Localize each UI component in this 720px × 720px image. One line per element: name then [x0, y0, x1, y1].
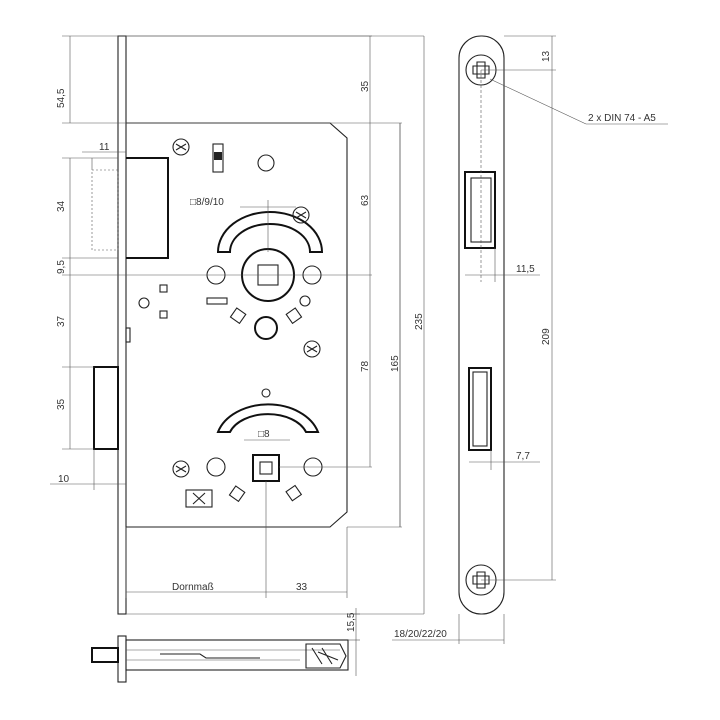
faceplate-dimension-lines: [392, 35, 668, 644]
lower-spindle-follower: [252, 454, 280, 482]
dim-78: 78: [360, 360, 371, 372]
dim-7-7: 7,7: [516, 451, 530, 462]
lock-case: [126, 122, 348, 528]
dim-35-top: 35: [360, 80, 371, 92]
dim-34: 34: [56, 200, 67, 212]
bottom-view: 15,5: [91, 608, 360, 683]
faceplate-widths-label: 18/20/22/20: [394, 629, 447, 640]
dead-bolt: [93, 366, 119, 450]
faceplate-dimension-labels: 13 2 x DIN 74 - A5 11,5 209 7,7 18/20/22…: [394, 50, 656, 640]
dim-13: 13: [541, 50, 552, 62]
dim-235: 235: [414, 313, 425, 330]
screw-icon: [292, 206, 310, 224]
screw-icon: [172, 138, 190, 156]
screw-icon: [303, 340, 321, 358]
dim-33: 33: [296, 582, 308, 593]
deadbolt-opening: [468, 367, 492, 451]
dim-54-5: 54,5: [56, 88, 67, 108]
dim-15-5: 15,5: [346, 612, 357, 632]
dim-35-left: 35: [56, 398, 67, 410]
bottom-forend: [117, 635, 127, 683]
indicator-icon: [185, 489, 213, 508]
dim-11: 11: [99, 142, 110, 153]
spindle-bottom-label: □8: [258, 429, 270, 440]
dim-63: 63: [360, 194, 371, 206]
pin-hole-icon: [257, 154, 275, 172]
front-dimension-labels: 54,5 11 34 9,5 37 35 10 35 63 78 165 235…: [56, 80, 425, 593]
latch-bolt: [126, 157, 169, 259]
dim-37: 37: [56, 315, 67, 327]
bottom-case: [125, 639, 349, 671]
dim-165: 165: [390, 355, 401, 372]
spindle-top-label: □8/9/10: [190, 197, 224, 208]
faceplate-view: [458, 35, 505, 615]
lower-arc-icon: [216, 403, 320, 433]
front-dimension-lines: [50, 35, 425, 615]
backset-label: Dornmaß: [172, 582, 214, 593]
dim-10: 10: [58, 474, 70, 485]
upper-arc-icon: [216, 211, 324, 253]
faceplate: [458, 35, 505, 615]
lock-front-view: [91, 35, 348, 615]
screw-icon: [172, 460, 190, 478]
screws-label: 2 x DIN 74 - A5: [588, 113, 656, 124]
dim-209: 209: [541, 328, 552, 345]
dim-11-5: 11,5: [516, 264, 535, 275]
dim-9-5: 9,5: [56, 260, 67, 274]
switch-icon: [212, 143, 224, 173]
latch-opening: [464, 171, 496, 249]
